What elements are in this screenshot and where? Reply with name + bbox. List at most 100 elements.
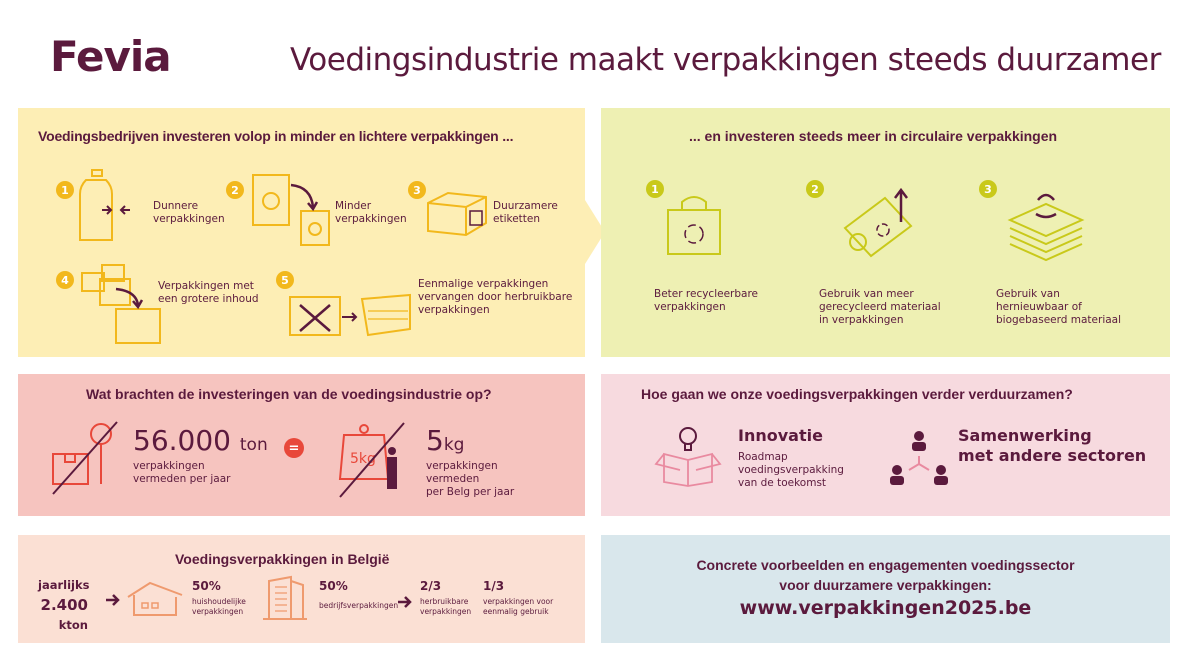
label-line: Roadmap (738, 451, 788, 463)
label-line: biogebaseerd materiaal (996, 314, 1122, 326)
label-line: Verpakkingen met (158, 280, 254, 292)
label-line: verpakkingen (418, 304, 490, 316)
step-number: 1 (56, 181, 74, 199)
label-line: huishoudelijke (192, 597, 246, 606)
single-use-fraction: 1/3 (483, 579, 505, 593)
bottle-icon (79, 169, 130, 241)
label-line: Gebruik van meer (819, 288, 914, 300)
office-building-icon (263, 575, 307, 620)
label-line: herbruikbare (420, 597, 469, 606)
business-desc: bedrijfsverpakkingen (319, 601, 399, 610)
label-line: verpakkingen (192, 607, 244, 616)
label-line: vermeden (426, 473, 480, 485)
boxes-icon (81, 264, 161, 344)
cta-text: Concrete voorbeelden en engagementen voe… (601, 555, 1170, 595)
label-line: verpakkingen (426, 460, 498, 472)
panel-heading: Voedingsbedrijven investeren volop in mi… (38, 128, 514, 144)
panel-belgium: Voedingsverpakkingen in België jaarlijks… (18, 535, 585, 643)
label-line: Minder (335, 200, 372, 212)
panel-future: Hoe gaan we onze voedingsverpakkingen ve… (601, 374, 1170, 516)
innovation-box-bulb-icon (654, 427, 722, 487)
arrow-right-icon (106, 594, 120, 606)
unit: ton (239, 435, 268, 455)
innovation-title: Innovatie (738, 426, 823, 445)
label-line: Beter recycleerbare (654, 288, 759, 300)
label-line: verpakkingen (654, 301, 726, 313)
step-number: 4 (56, 271, 74, 289)
panel-investments: Voedingsbedrijven investeren volop in mi… (18, 108, 585, 357)
label-line: in verpakkingen (819, 314, 904, 326)
label-line: voor duurzamere verpakkingen: (779, 577, 992, 593)
snack-bag-icon (252, 174, 330, 246)
per-person-value: 5kg (426, 424, 464, 457)
website-link[interactable]: www.verpakkingen2025.be (739, 597, 1032, 619)
step-number: 3 (408, 181, 426, 199)
label-line: hernieuwbaar of (996, 301, 1082, 313)
reusable-fraction: 2/3 (420, 579, 442, 593)
value: 2.400 (40, 596, 88, 614)
disposable-to-reusable-icon (289, 293, 411, 337)
box-label-icon (427, 191, 487, 237)
label-line: per Belg per jaar (426, 486, 515, 498)
business-pct: 50% (319, 579, 348, 593)
label-line: etiketten (493, 213, 541, 225)
label-line: Duurzamere (493, 200, 558, 212)
label-line: Concrete voorbeelden en engagementen voe… (696, 557, 1075, 573)
step-number: 2 (806, 180, 824, 198)
label-line: jaarlijks (38, 578, 90, 592)
biobased-stack-icon (1007, 193, 1085, 262)
yearly-total: jaarlijks 2.400 kton (38, 575, 90, 635)
panel-heading: ... en investeren steeds meer in circula… (689, 128, 1058, 144)
label-line: Eenmalige verpakkingen (418, 278, 549, 290)
label-line: verpakkingen voor (483, 597, 554, 606)
label-line: Gebruik van (996, 288, 1060, 300)
step-number: 5 (276, 271, 294, 289)
value: 5 (426, 424, 444, 457)
label-line: vermeden per jaar (133, 473, 231, 485)
label-line: Samenwerking (958, 426, 1092, 445)
label-line: eenmalig gebruik (483, 607, 549, 616)
value: 56.000 (133, 424, 231, 457)
panel-results: Wat brachten de investeringen van de voe… (18, 374, 585, 516)
page-title: Voedingsindustrie maakt verpakkingen ste… (290, 42, 1161, 78)
step-number: 1 (646, 180, 664, 198)
house-icon (127, 581, 183, 616)
fevia-logo: Fevia (50, 32, 172, 81)
recycle-bag-icon (667, 196, 721, 255)
label-line: verpakkingen (335, 213, 407, 225)
label-line: verpakkingen (153, 213, 225, 225)
avoided-tons-value: 56.000 ton (133, 424, 268, 457)
crossed-weight-person-icon: 5kg (338, 422, 405, 498)
equals-badge: = (284, 438, 304, 458)
panel-circular: ... en investeren steeds meer in circula… (601, 108, 1170, 357)
label-line: met andere sectoren (958, 446, 1147, 465)
panel-cta: Concrete voorbeelden en engagementen voe… (601, 535, 1170, 643)
panel-heading: Hoe gaan we onze voedingsverpakkingen ve… (641, 386, 1073, 402)
label-line: vervangen door herbruikbare (418, 291, 573, 303)
label-line: gerecycleerd materiaal (819, 301, 941, 313)
unit: kton (58, 618, 88, 632)
step-number: 2 (226, 181, 244, 199)
collaboration-people-icon (890, 431, 948, 485)
label-line: een grotere inhoud (158, 293, 259, 305)
step-number: 3 (979, 180, 997, 198)
label-line: Dunnere (153, 200, 199, 212)
arrow-right-icon (398, 596, 412, 608)
label-line: van de toekomst (738, 477, 827, 489)
recycled-material-roll-icon (843, 187, 913, 258)
